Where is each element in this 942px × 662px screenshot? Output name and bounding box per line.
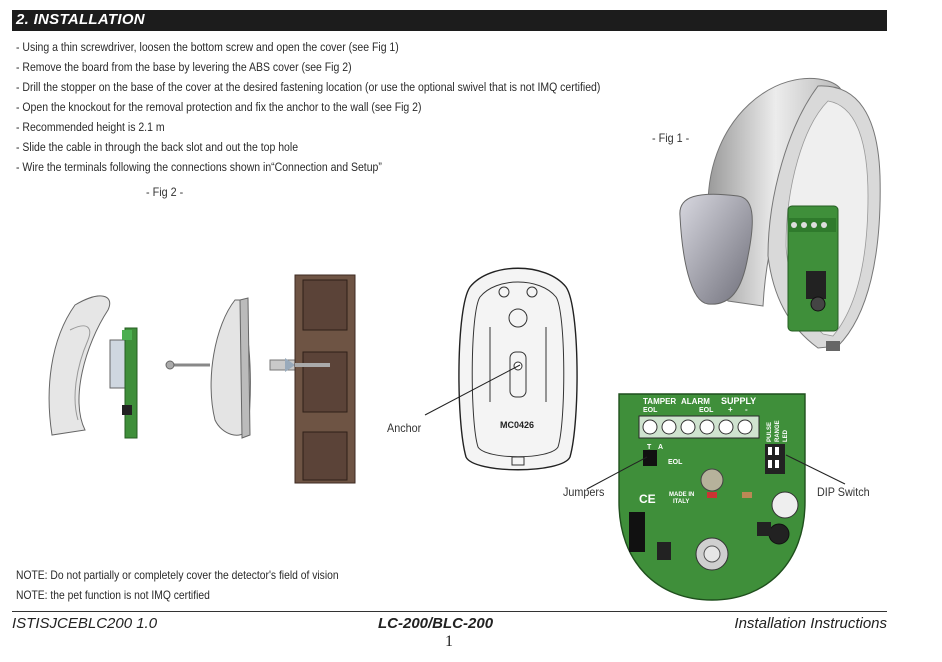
step-item: - Drill the stopper on the base of the c… bbox=[16, 80, 601, 94]
pcb-ce-mark: CE bbox=[639, 492, 656, 506]
footer-model: LC-200/BLC-200 bbox=[378, 615, 494, 632]
page-number: 1 bbox=[445, 633, 453, 650]
pcb-jumper-t-label: T bbox=[647, 444, 652, 451]
fig2-label: - Fig 2 - bbox=[146, 185, 184, 199]
pcb-italy-label: ITALY bbox=[673, 499, 689, 505]
base-anchor-illustration: MC0426 bbox=[458, 267, 578, 471]
dip-switch-callout-line bbox=[785, 454, 846, 485]
fig1-detector-illustration bbox=[679, 77, 881, 351]
note-item: NOTE: Do not partially or completely cov… bbox=[16, 568, 339, 582]
step-item: - Open the knockout for the removal prot… bbox=[16, 100, 422, 114]
footer-doc-code: ISTISJCEBLC200 1.0 bbox=[12, 615, 158, 632]
pcb-dip-range-label: RANGE bbox=[775, 420, 781, 442]
note-item: NOTE: the pet function is not IMQ certif… bbox=[16, 588, 210, 602]
pcb-supply-minus-label: - bbox=[745, 405, 748, 414]
footer-divider bbox=[12, 611, 887, 612]
pcb-dip-pulse-label: PULSE bbox=[767, 422, 773, 442]
base-model-code: MC0426 bbox=[500, 420, 534, 430]
step-item: - Remove the board from the base by leve… bbox=[16, 60, 352, 74]
pcb-board-illustration: TAMPER ALARM SUPPLY EOL EOL + - T A EOL … bbox=[618, 393, 806, 601]
fig1-label: - Fig 1 - bbox=[652, 131, 690, 145]
step-item: - Wire the terminals following the conne… bbox=[16, 160, 382, 174]
pcb-jumper-a-label: A bbox=[658, 444, 663, 451]
pcb-supply-label: SUPPLY bbox=[721, 396, 756, 406]
footer-doc-type: Installation Instructions bbox=[734, 615, 887, 632]
pcb-made-in-label: MADE IN bbox=[669, 492, 694, 498]
anchor-callout: Anchor bbox=[387, 421, 422, 435]
notes: NOTE: Do not partially or completely cov… bbox=[16, 565, 391, 605]
jumpers-callout: Jumpers bbox=[563, 485, 605, 499]
section-header: 2. INSTALLATION bbox=[12, 10, 887, 31]
pcb-jumper-eol-label: EOL bbox=[668, 459, 683, 466]
dip-switch-callout: DIP Switch bbox=[817, 485, 870, 499]
pcb-alarm-label: ALARM bbox=[681, 397, 710, 406]
jumpers-callout-line bbox=[586, 456, 648, 490]
anchor-callout-line bbox=[424, 364, 521, 416]
pcb-dip-led-label: LED bbox=[783, 429, 789, 442]
pcb-alarm-eol-label: EOL bbox=[699, 407, 714, 414]
pcb-tamper-eol-label: EOL bbox=[643, 407, 658, 414]
step-item: - Using a thin screwdriver, loosen the b… bbox=[16, 40, 399, 54]
step-item: - Recommended height is 2.1 m bbox=[16, 120, 165, 134]
installation-steps: - Using a thin screwdriver, loosen the b… bbox=[16, 37, 695, 177]
section-title: 2. INSTALLATION bbox=[16, 11, 145, 28]
pcb-supply-plus-label: + bbox=[728, 405, 733, 414]
step-item: - Slide the cable in through the back sl… bbox=[16, 140, 299, 154]
pcb-tamper-label: TAMPER bbox=[643, 397, 676, 406]
fig2-exploded-illustration bbox=[48, 274, 356, 484]
